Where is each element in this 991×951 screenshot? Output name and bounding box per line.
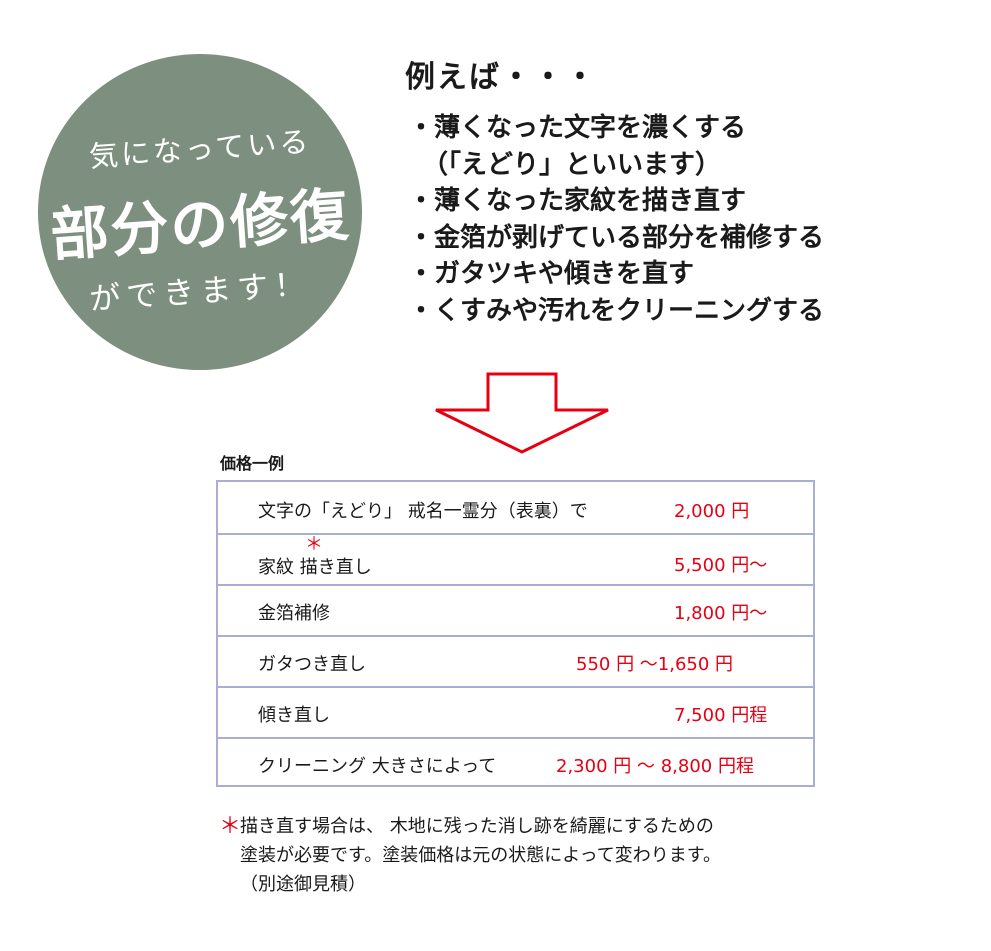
table-row: 金箔補修 1,800 円〜 [218, 584, 813, 637]
examples-title: 例えば・・・ [405, 60, 597, 95]
row-item: 金箔補修 [258, 603, 330, 624]
example-item: ・薄くなった文字を濃くする [408, 113, 747, 143]
row-price: 2,300 円 〜 8,800 円程 [556, 756, 754, 777]
price-table: 文字の「えどり」 戒名一霊分（表裏）で 2,000 円 ＊ 家紋 描き直し 5,… [216, 480, 815, 787]
examples-list: ・薄くなった文字を濃くする （「えどり」といいます） ・薄くなった家紋を描き直す… [408, 110, 824, 329]
table-row: 傾き直し 7,500 円程 [218, 686, 813, 739]
row-price: 1,800 円〜 [674, 603, 768, 624]
example-item-note: （「えどり」といいます） [422, 149, 722, 180]
footnote-line: 描き直す場合は、 木地に残った消し跡を綺麗にするための [240, 816, 714, 837]
footnote-line: 塗装が必要です。塗装価格は元の状態によって変わります。 [240, 845, 721, 866]
example-item: ・金箔が剥げている部分を補修する [408, 222, 825, 253]
example-item: ・薄くなった家紋を描き直す [408, 186, 747, 216]
footnote-mark: ＊ [219, 814, 242, 839]
example-item: ・ガタツキや傾きを直す [408, 259, 695, 289]
headline-circle: 気になっている 部分の修復 ができます！ [38, 54, 362, 370]
row-price: 7,500 円程 [674, 705, 768, 726]
down-arrow-icon [435, 372, 609, 454]
table-row: クリーニング 大きさによって 2,300 円 〜 8,800 円程 [218, 737, 813, 788]
row-item: 家紋 描き直し [258, 557, 372, 578]
table-row: 文字の「えどり」 戒名一霊分（表裏）で 2,000 円 [218, 482, 813, 535]
price-table-label: 価格一例 [220, 454, 285, 473]
row-price: 550 円 〜1,650 円 [576, 654, 734, 675]
row-item: ガタつき直し [258, 654, 366, 675]
example-item: ・くすみや汚れをクリーニングする [408, 295, 825, 326]
footnote: 描き直す場合は、 木地に残った消し跡を綺麗にするための 塗装が必要です。塗装価格… [240, 812, 721, 899]
row-price: 2,000 円 [674, 501, 750, 522]
footnote-line: （別途御見積） [240, 874, 366, 895]
row-price: 5,500 円〜 [674, 555, 768, 576]
table-row: ＊ 家紋 描き直し 5,500 円〜 [218, 533, 813, 586]
row-item: クリーニング 大きさによって [258, 756, 497, 777]
row-item: 傾き直し [258, 705, 330, 726]
row-item: 文字の「えどり」 戒名一霊分（表裏）で [258, 501, 588, 522]
note-mark: ＊ [305, 534, 323, 555]
table-row: ガタつき直し 550 円 〜1,650 円 [218, 635, 813, 688]
